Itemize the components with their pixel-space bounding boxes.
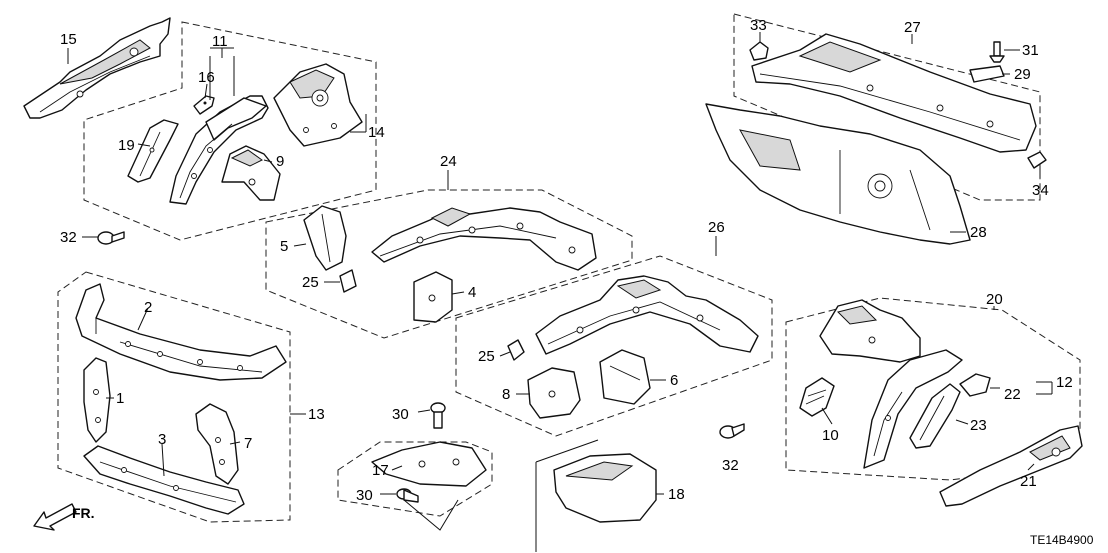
part-27-dashboard-upper	[751, 33, 1037, 153]
callout-25b: 25	[478, 348, 495, 365]
callout-25a: 25	[302, 274, 319, 291]
callout-9: 9	[276, 153, 284, 170]
callout-4: 4	[468, 284, 476, 301]
callout-27: 27	[904, 19, 921, 36]
callout-31: 31	[1022, 42, 1039, 59]
callout-15: 15	[60, 31, 77, 48]
callout-19: 19	[118, 137, 135, 154]
group-box-24	[265, 189, 633, 339]
part-22-bracket	[959, 373, 991, 397]
callout-26: 26	[708, 219, 725, 236]
part-12-wheelhouse-upper	[863, 349, 963, 469]
part-34-clip	[1027, 151, 1047, 169]
callout-3: 3	[158, 431, 166, 448]
part-32-bolt-right	[719, 423, 745, 439]
leader-lines	[67, 32, 1053, 531]
callout-29: 29	[1014, 66, 1031, 83]
part-18-cover	[553, 453, 657, 523]
part-9-brace	[221, 145, 281, 201]
part-28-dashboard-lower	[705, 103, 971, 245]
callout-13: 13	[308, 406, 325, 423]
callout-10: 10	[822, 427, 839, 444]
part-7-side-stay	[195, 403, 239, 485]
callout-7: 7	[244, 435, 252, 452]
callout-12: 12	[1056, 374, 1073, 391]
callout-16: 16	[198, 69, 215, 86]
callout-6: 6	[670, 372, 678, 389]
callout-18: 18	[668, 486, 685, 503]
callout-5: 5	[280, 238, 288, 255]
part-31-bolt	[989, 41, 1005, 63]
part-30-bolt-lower	[396, 488, 419, 503]
group-box-26	[455, 255, 773, 437]
callout-30a: 30	[392, 406, 409, 423]
part-6-bracket	[599, 349, 651, 405]
part-4-plate	[413, 271, 453, 323]
callout-33: 33	[750, 17, 767, 34]
part-26-side-frame	[535, 275, 759, 355]
callout-2: 2	[144, 299, 152, 316]
part-14-damper-housing	[273, 63, 363, 147]
part-15-apron-upper	[23, 17, 171, 119]
part-3-lower-frame	[83, 445, 245, 515]
front-direction-arrow: FR.	[33, 503, 95, 531]
part-30-bolt-upper	[430, 402, 446, 429]
separator-line-18	[535, 439, 599, 552]
callout-20: 20	[986, 291, 1003, 308]
group-box-27	[733, 13, 1041, 201]
part-24-side-frame	[371, 207, 597, 271]
callout-8: 8	[502, 386, 510, 403]
callout-14: 14	[368, 124, 385, 141]
callout-24: 24	[440, 153, 457, 170]
callout-11: 11	[212, 33, 228, 50]
part-25-clip-lower	[507, 339, 525, 361]
part-20-inner-wheelhouse	[819, 299, 921, 363]
part-21-apron-upper	[939, 425, 1083, 507]
part-16-bracket	[193, 95, 215, 115]
callout-28: 28	[970, 224, 987, 241]
group-box-13	[57, 271, 291, 523]
part-10-bracket	[799, 377, 835, 417]
callout-32a: 32	[60, 229, 77, 246]
part-17-plate	[371, 441, 487, 487]
group-box-20	[785, 297, 1081, 481]
part-33-clip	[749, 41, 769, 61]
part-8-bracket	[527, 367, 581, 419]
part-23-stiffener	[909, 383, 961, 449]
callout-30b: 30	[356, 487, 373, 504]
callout-21: 21	[1020, 473, 1037, 490]
callout-23: 23	[970, 417, 987, 434]
callout-32b: 32	[722, 457, 739, 474]
part-25-clip-upper	[339, 269, 357, 293]
part-11-wheelhouse-upper	[169, 95, 269, 205]
part-5-bracket	[303, 205, 347, 271]
part-2-upper-frame	[75, 283, 287, 381]
diagram-code: TE14B4900	[1030, 533, 1094, 547]
group-box-14	[83, 21, 377, 241]
group-box-17	[337, 441, 493, 517]
callout-34: 34	[1032, 182, 1049, 199]
callout-17: 17	[372, 462, 389, 479]
part-1-side-stay	[83, 357, 111, 443]
part-29-pad	[969, 65, 1005, 83]
callout-1: 1	[116, 390, 124, 407]
front-direction-label: FR.	[72, 505, 95, 521]
callout-22: 22	[1004, 386, 1021, 403]
part-32-bolt-left	[97, 231, 125, 245]
part-19-stiffener	[127, 119, 179, 183]
